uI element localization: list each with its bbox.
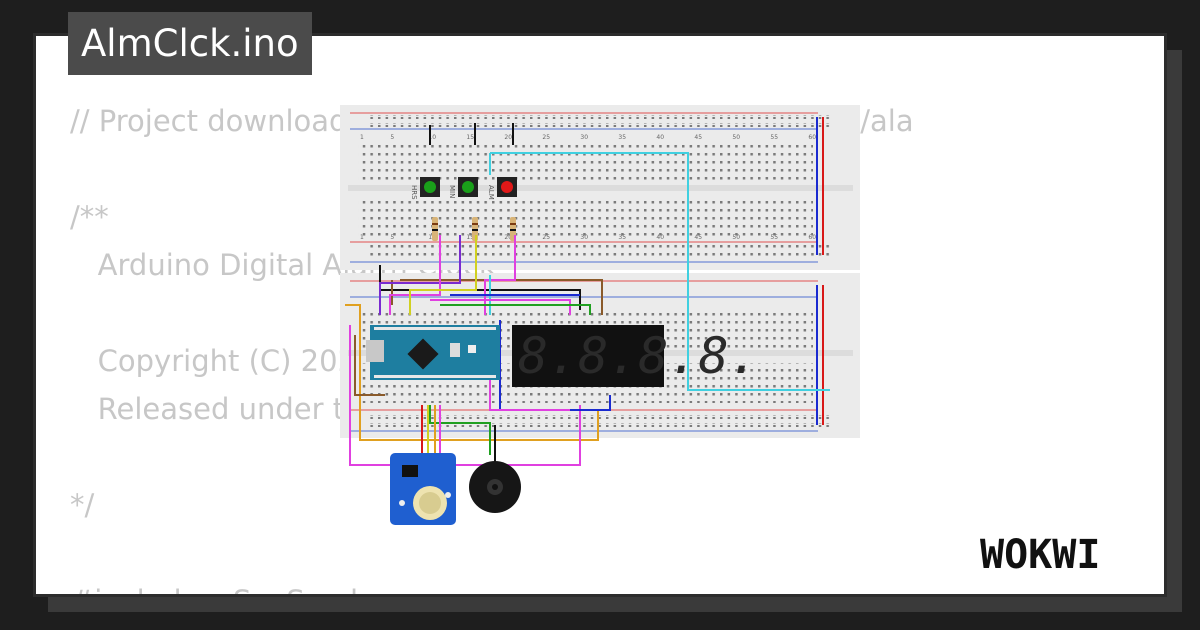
wokwi-logo: WOKWI <box>980 532 1100 578</box>
breadboard-column-number: 50 <box>732 134 740 141</box>
breadboard-column-number: 20 <box>504 234 512 241</box>
buzzer[interactable] <box>469 461 521 513</box>
min-button[interactable]: MIN <box>448 177 478 198</box>
alm-label: ALM <box>487 185 495 200</box>
breadboard-column-number: 15 <box>466 134 474 141</box>
breadboard-column-number: 25 <box>542 234 550 241</box>
display-digits: 8.8.8.8. <box>518 327 759 385</box>
rtc-module[interactable] <box>390 453 456 525</box>
alm-button[interactable]: ALM <box>487 177 517 200</box>
breadboard-column-number: 10 <box>428 134 436 141</box>
code-line: #include <SevSeg.h> <box>70 584 393 594</box>
breadboard-column-number: 45 <box>694 234 702 241</box>
code-line: /** <box>70 200 109 234</box>
wokwi-logo-text: WOKWI <box>980 532 1100 578</box>
breadboard-column-number: 40 <box>656 134 664 141</box>
hrs-button[interactable]: HRS <box>410 177 440 200</box>
code-editor: // Project downloaded from https://wokwi… <box>70 104 914 594</box>
breadboard-column-number: 35 <box>618 234 626 241</box>
breadboard-column-number: 40 <box>656 234 664 241</box>
breadboard-column-number: 25 <box>542 134 550 141</box>
breadboard-column-number: 30 <box>580 234 588 241</box>
resistor <box>432 217 438 241</box>
breadboard-column-number: 35 <box>618 134 626 141</box>
file-tab[interactable]: AlmClck.ino <box>68 12 312 75</box>
breadboard-column-number: 50 <box>732 234 740 241</box>
breadboard-column-number: 45 <box>694 134 702 141</box>
breadboard-column-number: 30 <box>580 134 588 141</box>
code-line: Copyright (C) 2020 <box>70 344 375 378</box>
seven-segment-display[interactable]: 8.8.8.8. <box>512 325 759 387</box>
breadboard-column-number: 5 <box>390 134 394 141</box>
breadboard-column-number: 55 <box>770 134 778 141</box>
hrs-label: HRS <box>410 185 418 200</box>
breadboard-column-number: 55 <box>770 234 778 241</box>
breadboard-column-number: 15 <box>466 234 474 241</box>
code-line: */ <box>70 488 95 522</box>
breadboard-column-number: 20 <box>504 134 512 141</box>
breadboard-column-number: 1 <box>360 134 364 141</box>
arduino-nano[interactable] <box>366 325 500 380</box>
breadboard-column-number: 60 <box>808 134 816 141</box>
breadboard-column-number: 5 <box>390 234 394 241</box>
breadboard-column-number: 1 <box>360 234 364 241</box>
min-label: MIN <box>448 185 456 198</box>
breadboard-column-number: 60 <box>808 234 816 241</box>
